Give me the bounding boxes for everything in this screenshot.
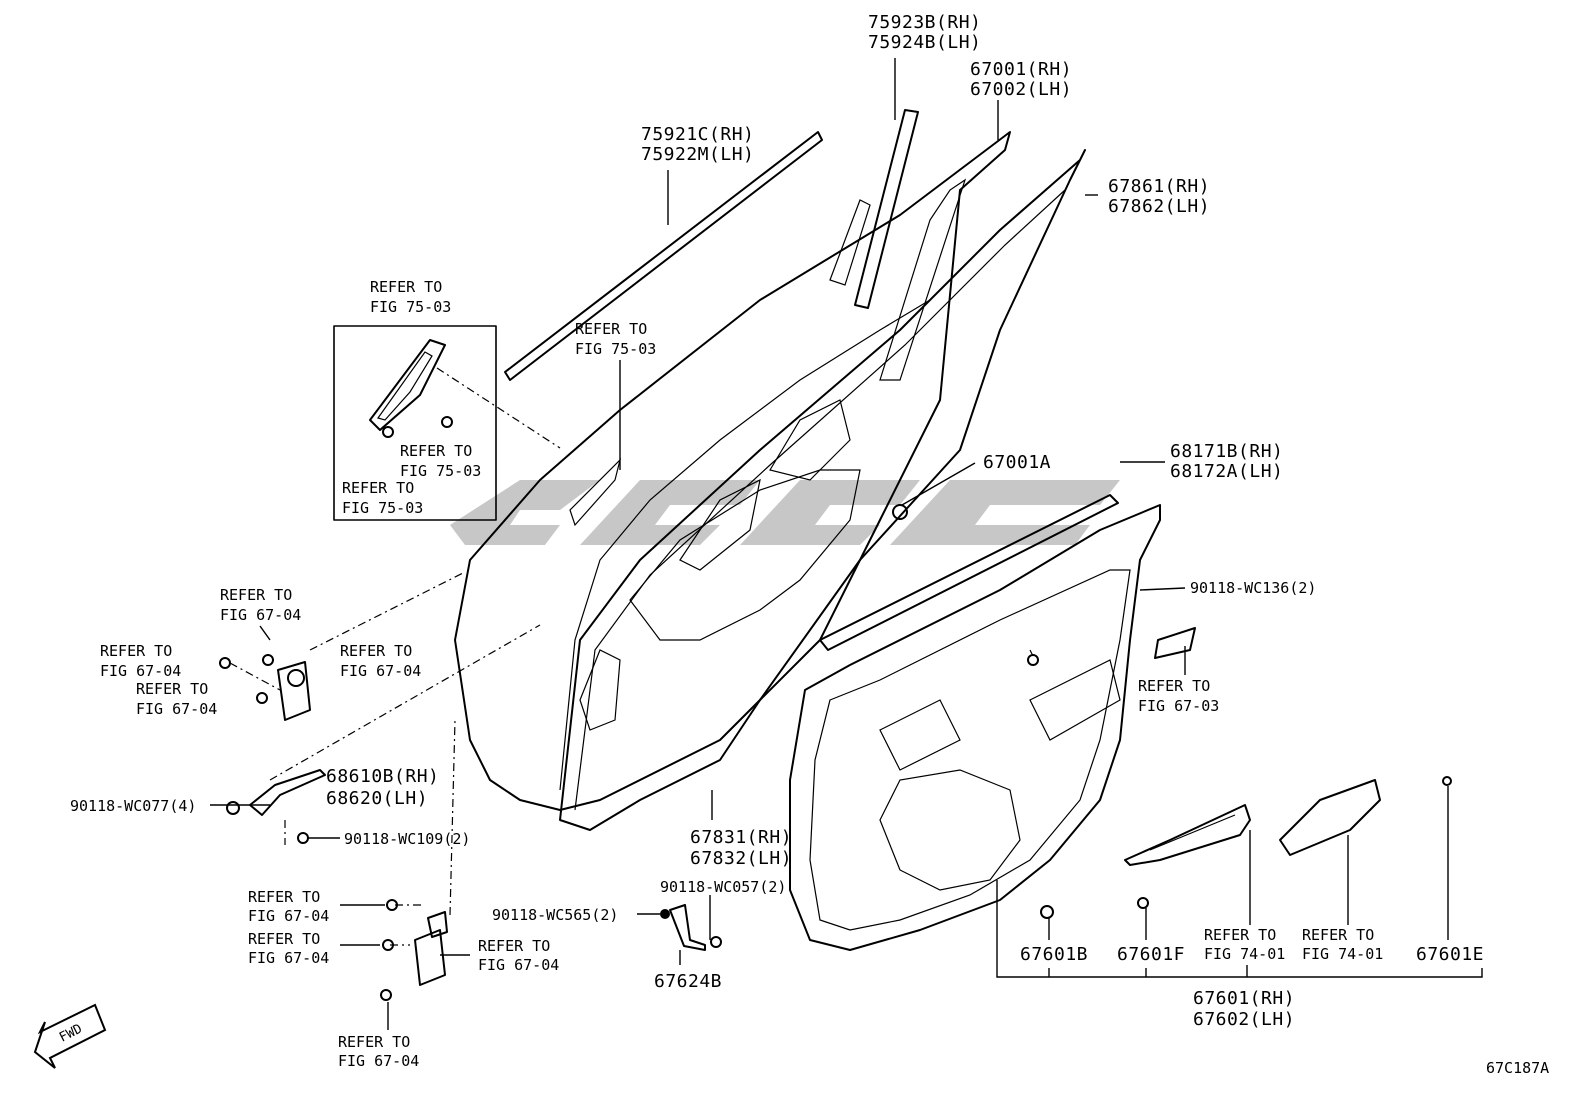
label-refer-box-b-1: REFER TO: [342, 479, 414, 497]
label-refer-hinge-right-1: REFER TO: [340, 642, 412, 660]
label-refer-lower1-1: REFER TO: [248, 888, 320, 906]
label-clip-136: 90118-WC136(2): [1190, 579, 1316, 597]
label-clip-057: 90118-WC057(2): [660, 878, 786, 896]
hinge-lower-part: [380, 899, 448, 1001]
label-refer-hinge-top-1: REFER TO: [220, 586, 292, 604]
label-belt-weatherstrip-lh: 68172A(LH): [1170, 461, 1283, 482]
label-door-panel-lh: 67002(LH): [970, 79, 1072, 100]
label-trim-lh: 67602(LH): [1193, 1009, 1295, 1030]
label-seal-lh: 67832(LH): [690, 848, 792, 869]
dashed-lines: [229, 367, 561, 946]
label-bolt-077: 90118-WC077(4): [70, 797, 196, 815]
label-belt-weatherstrip-rh: 68171B(RH): [1170, 441, 1283, 462]
weatherstrip-part: [559, 149, 1086, 831]
label-refer-67-03-1: REFER TO: [1138, 677, 1210, 695]
label-refer-lower4-2: FIG 67-04: [338, 1052, 419, 1070]
check-link-part: [226, 769, 326, 844]
label-moulding-belt-rh: 75921C(RH): [641, 124, 754, 145]
label-moulding-belt-lh: 75922M(LH): [641, 144, 754, 165]
hinge-upper-part: [219, 654, 311, 721]
label-weatherstrip-lh: 67862(LH): [1108, 196, 1210, 217]
label-refer-74-b-1: REFER TO: [1302, 926, 1374, 944]
switch-panel-part: [1124, 804, 1251, 866]
label-refer-hinge-left1-2: FIG 67-04: [100, 662, 181, 680]
label-weatherstrip-rh: 67861(RH): [1108, 176, 1210, 197]
label-refer-lower3-2: FIG 67-04: [478, 956, 559, 974]
door-panel-part: [454, 131, 1011, 811]
label-refer-hinge-left1-1: REFER TO: [100, 642, 172, 660]
label-refer-hinge-right-2: FIG 67-04: [340, 662, 421, 680]
label-refer-hinge-left2-1: REFER TO: [136, 680, 208, 698]
label-clip-601b: 67601B: [1020, 944, 1088, 965]
trim-clip-part: [1027, 627, 1452, 919]
label-clip-601e: 67601E: [1416, 944, 1484, 965]
label-trim-rh: 67601(RH): [1193, 988, 1295, 1009]
label-refer-74-a-2: FIG 74-01: [1204, 945, 1285, 963]
door-trim-part: [789, 494, 1161, 951]
moulding-upper-part: [854, 109, 919, 309]
label-seal-rh: 67831(RH): [690, 827, 792, 848]
label-refer-74-a-1: REFER TO: [1204, 926, 1276, 944]
fwd-arrow-icon: FWD: [33, 1003, 107, 1069]
label-clip-601f: 67601F: [1117, 944, 1185, 965]
label-moulding-upper-rh: 75923B(RH): [868, 12, 981, 33]
label-bolt-109: 90118-WC109(2): [344, 830, 470, 848]
label-refer-mid-2: FIG 75-03: [575, 340, 656, 358]
label-refer-hinge-top-2: FIG 67-04: [220, 606, 301, 624]
label-refer-box-a-1: REFER TO: [400, 442, 472, 460]
label-check-rh: 68610B(RH): [326, 766, 439, 787]
label-check-lh: 68620(LH): [326, 788, 428, 809]
label-refer-lower3-1: REFER TO: [478, 937, 550, 955]
refer-box: [333, 325, 497, 521]
label-refer-lower1-2: FIG 67-04: [248, 907, 329, 925]
figure-code: 67C187A: [1486, 1059, 1549, 1077]
label-refer-hinge-left2-2: FIG 67-04: [136, 700, 217, 718]
moulding-belt-part: [504, 131, 823, 381]
label-moulding-upper-lh: 75924B(LH): [868, 32, 981, 53]
label-refer-lower2-1: REFER TO: [248, 930, 320, 948]
label-bracket: 67624B: [654, 971, 722, 992]
label-refer-box-top-1: REFER TO: [370, 278, 442, 296]
label-refer-box-a-2: FIG 75-03: [400, 462, 481, 480]
armrest-cover-part: [1279, 779, 1381, 856]
watermark-logo: [450, 480, 1120, 545]
label-refer-67-03-2: FIG 67-03: [1138, 697, 1219, 715]
label-refer-lower2-2: FIG 67-04: [248, 949, 329, 967]
label-clip-565: 90118-WC565(2): [492, 906, 618, 924]
label-door-panel-rh: 67001(RH): [970, 59, 1072, 80]
labels: 75923B(RH) 75924B(LH) 67001(RH) 67002(LH…: [70, 12, 1549, 1077]
label-refer-mid-1: REFER TO: [575, 320, 647, 338]
label-plug: 67001A: [983, 452, 1051, 473]
label-refer-lower4-1: REFER TO: [338, 1033, 410, 1051]
label-refer-box-b-2: FIG 75-03: [342, 499, 423, 517]
label-refer-box-top-2: FIG 75-03: [370, 298, 451, 316]
bracket-part: [660, 904, 722, 951]
label-refer-74-b-2: FIG 74-01: [1302, 945, 1383, 963]
leader-lines: [210, 58, 1483, 1030]
